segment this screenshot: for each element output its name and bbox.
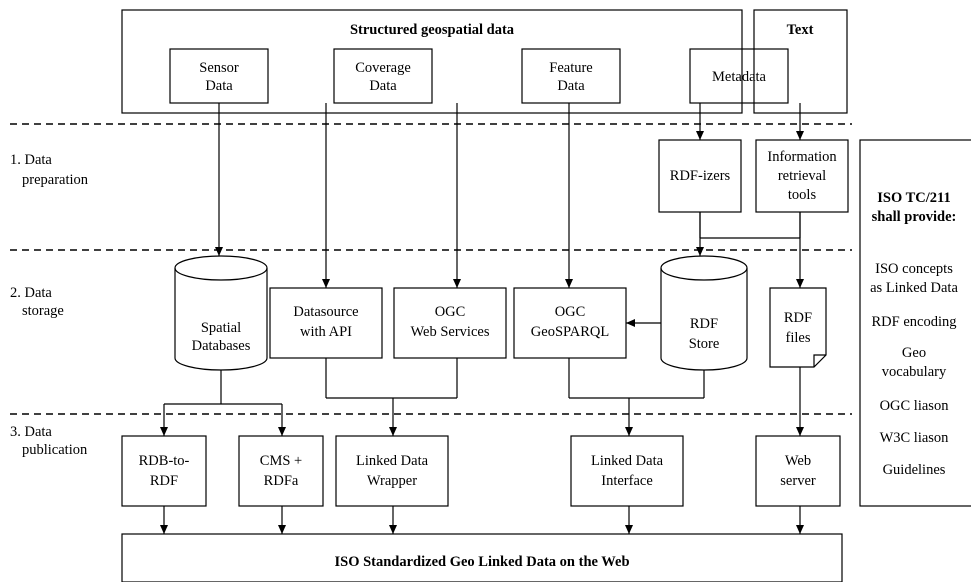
rdb-to-rdf-label-line-2: RDF [149,473,179,489]
feature-data-box [521,48,621,104]
connector-interface-merge [568,358,705,399]
cms-rdfa-box [238,435,324,507]
cms-rdfa-label-line-2: RDFa [263,473,299,489]
text-title: Text [786,22,814,38]
web-server-box [755,435,841,507]
rdf-files-label-line-1: RDF [783,310,813,326]
stage-prep-label-line-1: 1. Data [10,152,52,168]
rdf-store-label-line-2: Store [688,336,720,352]
iso-panel-item-2: as Linked Data [870,280,958,296]
rdf-store-cylinder [660,268,748,371]
iso-panel-item-3: RDF encoding [871,314,957,330]
iso-panel-item-7: W3C liason [879,430,949,446]
geosparql-label-line-2: GeoSPARQL [530,324,610,340]
stage-separators [10,123,852,415]
rdfizers-label: RDF-izers [669,168,731,184]
connector-prep-merge [699,212,801,239]
ld-interface-label-line-2: Interface [601,473,653,489]
coverage-data-box [333,48,433,104]
connector-wrapper-merge [325,358,458,399]
ld-interface-label-line-1: Linked Data [590,453,664,469]
iso-panel-item-6: OGC liason [879,398,949,414]
connector-spatial-db-split [164,370,282,405]
ld-interface-box [570,435,684,507]
spatial-db-label-line-2: Databases [191,338,251,354]
metadata-label: Metadata [712,69,766,85]
stage-prep-label-line-2: preparation [22,172,89,188]
info-retrieval-label-line-1: Information [767,149,837,165]
web-server-label-line-2: server [780,473,816,489]
stage-storage-label-line-2: storage [22,303,64,319]
ogc-ws-box [393,287,507,359]
cms-rdfa-label-line-1: CMS + [259,453,303,469]
geo-linked-data-web-box [121,533,843,582]
feature-data-label-line-1: Feature [549,60,593,76]
web-server-label-line-1: Web [784,453,812,469]
spatial-db-label-line-1: Spatial [200,320,242,336]
ogc-ws-label-line-1: OGC [434,304,466,320]
sensor-data-label-line-1: Sensor [199,60,239,76]
datasource-label-line-1: Datasource [293,304,359,320]
spatial-db-cylinder-top [174,255,268,281]
info-retrieval-label-line-2: retrieval [777,168,827,184]
coverage-data-label-line-2: Data [369,78,397,94]
info-retrieval-box [755,139,849,213]
rdf-files-label-line-2: files [785,330,811,346]
iso-panel-item-5: vocabulary [881,364,947,380]
iso-panel-title-line-2: shall provide: [871,209,957,225]
feature-data-label-line-2: Data [557,78,585,94]
rdf-store-cylinder-top [660,255,748,281]
geosparql-label-line-1: OGC [554,304,586,320]
geo-linked-data-web-title: ISO Standardized Geo Linked Data on the … [334,554,630,570]
rdf-store-label-line-1: RDF [689,316,719,332]
stage-publication-label-line-1: 3. Data [10,424,52,440]
sensor-data-label-line-2: Data [205,78,233,94]
rdb-to-rdf-label-line-1: RDB-to- [138,453,190,469]
rdf-files-document [769,287,827,368]
ld-wrapper-box [335,435,449,507]
iso-panel-box [859,139,971,507]
iso-panel-title-line-1: ISO TC/211 [877,190,951,206]
info-retrieval-label-line-3: tools [787,187,817,203]
iso-panel-item-4: Geo [901,345,927,361]
structured-data-box [121,9,743,114]
stage-publication-label-line-2: publication [22,442,88,458]
structured-data-title: Structured geospatial data [349,22,515,38]
iso-panel-item-8: Guidelines [882,462,946,478]
metadata-box [689,48,789,104]
datasource-label-line-2: with API [300,324,352,340]
coverage-data-label-line-1: Coverage [355,60,411,76]
ld-wrapper-label-line-1: Linked Data [355,453,429,469]
iso-panel-item-1: ISO concepts [875,261,953,277]
ogc-ws-label-line-2: Web Services [410,324,490,340]
ld-wrapper-label-line-2: Wrapper [366,473,418,489]
stage-storage-label-line-1: 2. Data [10,285,52,301]
